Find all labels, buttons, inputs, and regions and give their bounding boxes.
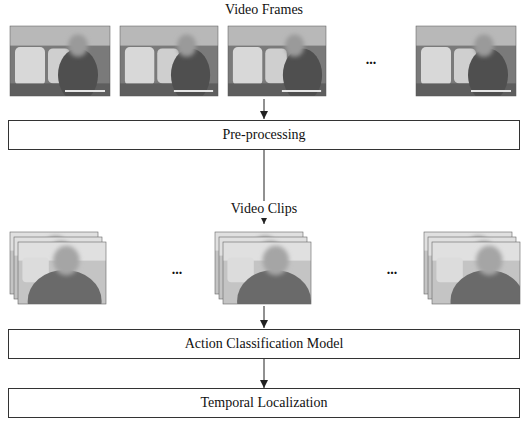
illustration-part bbox=[436, 258, 462, 283]
box-label: Temporal Localization bbox=[201, 395, 328, 412]
illustration-part bbox=[450, 270, 520, 304]
photo bbox=[223, 242, 311, 304]
illustration-part bbox=[285, 34, 305, 56]
section-label: Video Clips bbox=[228, 201, 300, 218]
ellipsis-mark: ... bbox=[169, 262, 186, 279]
illustration-part bbox=[416, 26, 516, 46]
illustration-part bbox=[65, 90, 105, 92]
photo-frame bbox=[18, 242, 106, 304]
flow-arrow bbox=[264, 306, 265, 328]
photo bbox=[228, 26, 326, 96]
photo-frame bbox=[432, 242, 520, 304]
photo-frame bbox=[416, 26, 516, 96]
illustration-part bbox=[177, 34, 197, 56]
illustration-part bbox=[474, 34, 494, 56]
section-label: Video Frames bbox=[222, 2, 306, 19]
photo-frame bbox=[228, 26, 326, 96]
illustration-part bbox=[68, 34, 88, 56]
photo bbox=[18, 242, 106, 304]
photo-frame bbox=[10, 26, 110, 96]
illustration-part bbox=[421, 47, 451, 86]
illustration-part bbox=[53, 246, 79, 276]
flow-arrow bbox=[264, 99, 265, 119]
ellipsis-mark: ... bbox=[363, 52, 380, 69]
box-label: Pre-processing bbox=[222, 127, 305, 144]
photo bbox=[432, 242, 520, 304]
illustration-part bbox=[125, 47, 154, 86]
photo bbox=[120, 26, 218, 96]
photo-frame bbox=[223, 242, 311, 304]
illustration-part bbox=[120, 26, 218, 46]
illustration-part bbox=[10, 26, 110, 46]
photo bbox=[416, 26, 516, 96]
illustration-part bbox=[471, 90, 511, 92]
illustration-part bbox=[282, 90, 321, 92]
illustration-part bbox=[233, 47, 262, 86]
flow-arrow bbox=[264, 359, 265, 388]
illustration-part bbox=[228, 26, 326, 46]
photo-frame bbox=[120, 26, 218, 96]
process-box: Temporal Localization bbox=[8, 388, 520, 418]
illustration-part bbox=[263, 246, 289, 276]
ellipsis-mark: ... bbox=[384, 262, 401, 279]
photo bbox=[10, 26, 110, 96]
illustration-part bbox=[283, 48, 322, 96]
illustration-part bbox=[174, 90, 213, 92]
box-label: Action Classification Model bbox=[185, 336, 344, 353]
process-box: Action Classification Model bbox=[8, 329, 520, 359]
process-box: Pre-processing bbox=[8, 120, 520, 150]
illustration-part bbox=[15, 47, 45, 86]
illustration-part bbox=[476, 246, 502, 276]
